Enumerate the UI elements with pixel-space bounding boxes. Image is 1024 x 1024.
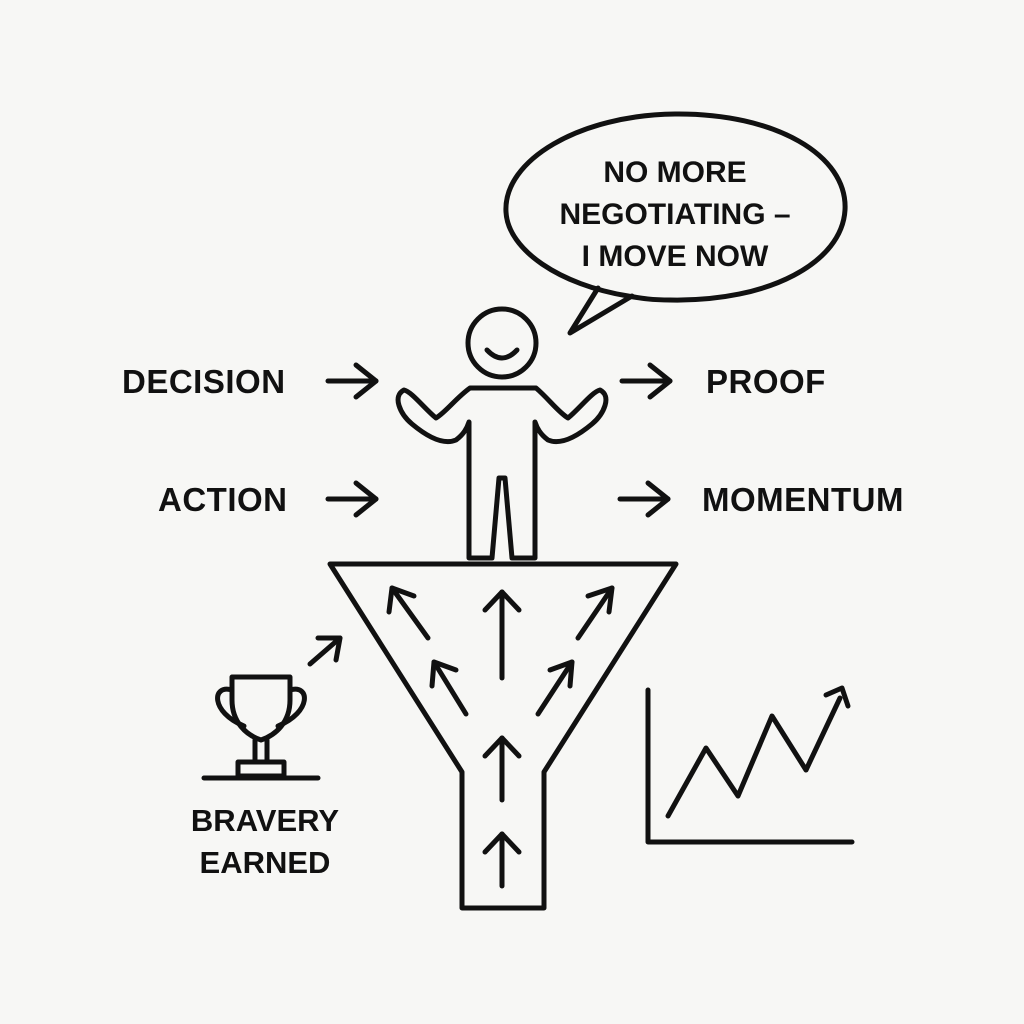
up-arrow-icon [482, 589, 522, 681]
input-label-action: ACTION [158, 481, 288, 518]
up-arrow-icon [482, 735, 522, 803]
smiling-person-icon [395, 306, 609, 561]
chart-axes [645, 687, 855, 845]
up-arrow-icon [429, 659, 469, 717]
trophy-caption-line-2: EARNED [199, 845, 331, 880]
funnel-icon [327, 561, 679, 911]
momentum-arrow-icon [617, 480, 671, 518]
output-label-proof: PROOF [706, 363, 826, 400]
decision-arrow-icon [325, 362, 379, 400]
up-arrow-icon [535, 659, 575, 717]
chart-trend-arrowhead [823, 685, 851, 709]
proof-arrow-icon [619, 362, 673, 400]
input-arrows [325, 362, 379, 518]
up-arrow-icon [482, 831, 522, 889]
input-label-decision: DECISION [122, 363, 286, 400]
output-label-momentum: MOMENTUM [702, 481, 904, 518]
up-arrow-icon [575, 585, 615, 641]
person-smile [484, 347, 520, 361]
person-body [395, 385, 609, 561]
trophy-icon [201, 674, 321, 781]
trophy-base [235, 759, 287, 779]
trophy-cup [229, 674, 293, 743]
speech-bubble-outline [503, 111, 848, 303]
trophy-stem [252, 737, 270, 765]
up-arrow-icon [386, 585, 431, 641]
speech-line-3: I MOVE NOW [581, 240, 769, 273]
person-head [465, 306, 539, 380]
speech-bubble-text: NO MORE NEGOTIATING – I MOVE NOW [520, 152, 830, 278]
action-arrow-icon [325, 480, 379, 518]
trophy-caption-line-1: BRAVERY [190, 803, 340, 838]
speech-line-2: NEGOTIATING – [559, 198, 791, 231]
speech-bubble-tail [567, 285, 635, 336]
output-arrows [617, 362, 673, 518]
chart-trend-line [665, 695, 843, 819]
rising-trend-chart-icon [645, 685, 855, 845]
speech-bubble [503, 111, 848, 336]
funnel-up-arrows [386, 585, 615, 889]
trophy-left-handle [215, 686, 247, 729]
trophy-to-funnel-arrow-icon [307, 635, 343, 667]
funnel-outline [327, 561, 679, 911]
trophy-right-handle [275, 686, 307, 729]
trophy-caption: BRAVERY EARNED [150, 800, 380, 884]
speech-line-1: NO MORE [603, 156, 747, 189]
